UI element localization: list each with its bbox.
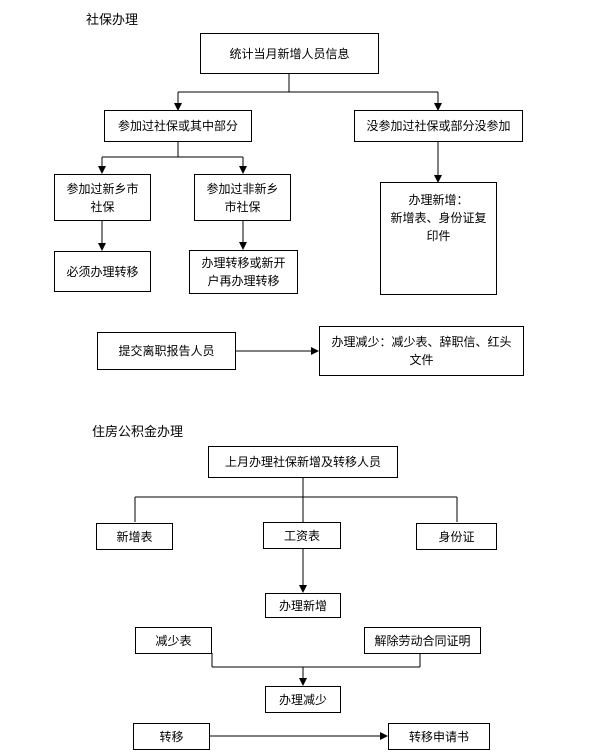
node-transfer-application: 转移申请书 [388,723,490,750]
node-handle-new-fund: 办理新增 [265,593,341,618]
node-resign-submit: 提交离职报告人员 [97,332,236,370]
node-new-form: 新增表 [96,523,173,550]
node-non-new-town-insurance: 参加过非新乡 市社保 [194,174,291,221]
node-id-card: 身份证 [416,523,497,550]
node-must-transfer: 必须办理转移 [54,251,151,292]
line-left-split [102,141,243,158]
node-termination-certificate: 解除劳动合同证明 [364,627,481,654]
node-reduce-form: 减少表 [135,627,212,654]
node-last-month-staff: 上月办理社保新增及转移人员 [208,446,398,478]
node-handle-reduce-social: 办理减少：减少表、辞职信、红头 文件 [319,326,524,376]
node-handle-new: 办理新增： 新增表、身份证复 印件 [380,182,497,295]
section-title-housing: 住房公积金办理 [92,425,184,440]
node-transfer-or-open: 办理转移或新开 户再办理转移 [189,250,298,294]
line-top-split [178,73,438,93]
node-handle-reduce-fund: 办理减少 [265,686,341,713]
node-salary-form: 工资表 [263,522,341,549]
line-housing-forms [134,496,458,522]
node-transfer: 转移 [133,723,210,750]
node-not-participated-branch: 没参加过社保或部分没参加 [354,110,523,142]
section-title-social: 社保办理 [86,13,139,28]
node-participated-branch: 参加过社保或其中部分 [104,110,252,142]
node-new-town-insurance: 参加过新乡市 社保 [54,174,151,221]
line-reduce-merge [211,653,421,668]
node-count-new-staff: 统计当月新增人员信息 [200,33,379,74]
